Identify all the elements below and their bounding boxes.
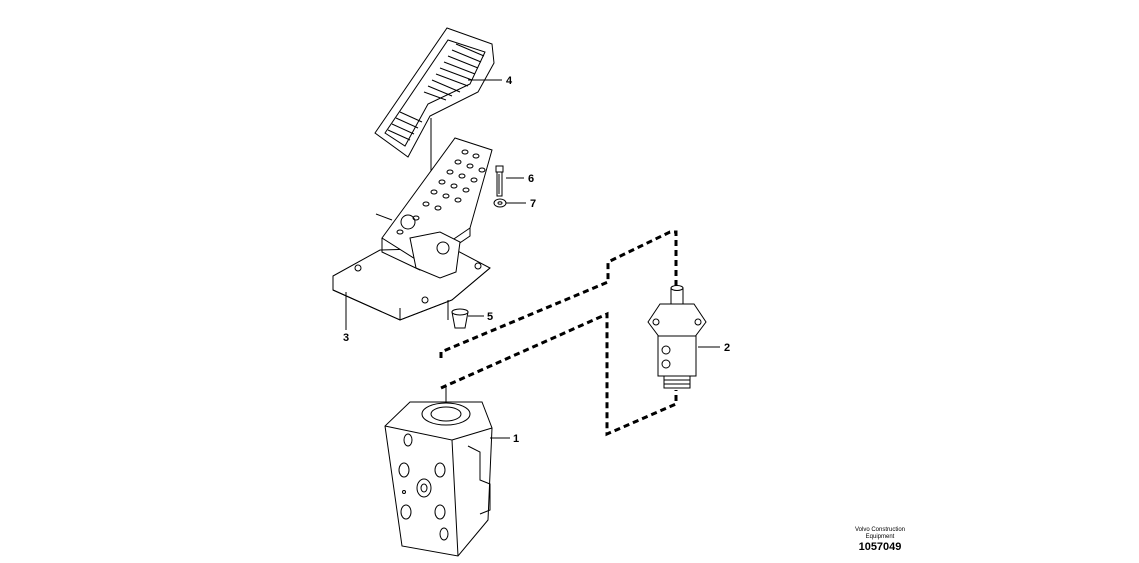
- pedal-cover-part: [374, 27, 495, 215]
- screw-part: [495, 165, 504, 197]
- callout-6: 6: [528, 173, 534, 185]
- washer-part: [493, 198, 507, 208]
- callout-5: 5: [487, 311, 493, 323]
- callout-3: 3: [343, 332, 349, 344]
- callout-4: 4: [506, 75, 513, 87]
- callout-7: 7: [530, 198, 536, 210]
- plug-part: [451, 308, 469, 329]
- pedal-bracket-part: [332, 137, 493, 321]
- valve-body-part: [384, 401, 493, 557]
- pilot-valve-part: [647, 285, 707, 389]
- callout-1: 1: [513, 433, 519, 445]
- stamp-company: Volvo Construction: [854, 527, 906, 533]
- callout-leaders: [345, 79, 720, 439]
- callout-2: 2: [724, 342, 730, 354]
- hose-lines: [439, 230, 678, 437]
- drawing-number: 1057049: [858, 541, 902, 553]
- stamp-division: Equipment: [865, 534, 895, 540]
